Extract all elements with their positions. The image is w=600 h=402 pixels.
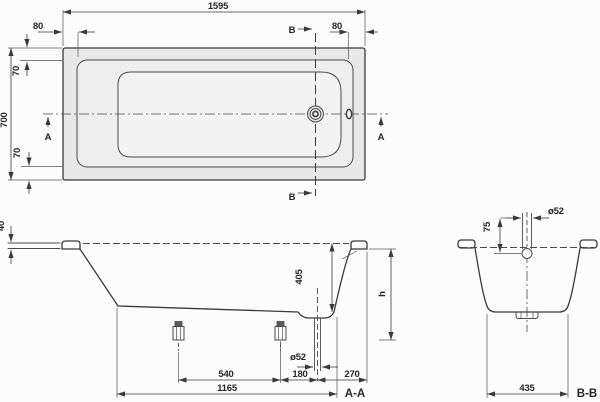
bb-tub-profile	[457, 239, 598, 319]
plan-tub-basin	[117, 71, 342, 158]
dim-plan-rim-bottom: 70	[12, 148, 62, 194]
plan-length-label: 1595	[208, 1, 229, 12]
overflow-icon	[345, 108, 353, 120]
section-bb-view: ø52 75 435 B-B	[457, 206, 598, 400]
plan-width-label: 700	[0, 112, 10, 127]
aa-left-rim-block	[61, 240, 81, 250]
bb-left-rim-block	[457, 239, 476, 249]
dim-aa-height: h	[369, 248, 396, 341]
dim-plan-overflow-offset: 80	[330, 21, 378, 59]
section-a-label-left: A	[45, 132, 52, 143]
plan-view: 1595 80 80 700 70	[0, 1, 388, 203]
dim-plan-width: 700	[0, 47, 62, 181]
bb-drain-icon	[515, 311, 539, 319]
aa-right-rim-block	[350, 240, 368, 250]
aa-left-slope	[79, 248, 119, 307]
dim-bb-bottom-width: 435	[486, 314, 569, 398]
bb-right-rim-block	[579, 239, 598, 249]
aa-bottom-profile	[117, 248, 352, 319]
aa-drain-dia-label: ø52	[290, 352, 306, 363]
dim-aa-depth: 405	[294, 243, 335, 312]
aa-drain-pipe	[314, 288, 321, 381]
dim-bb-overflow-dia: ø52	[505, 206, 564, 221]
bb-overflow-dia-label: ø52	[548, 206, 564, 217]
plan-rim-left-label: 80	[33, 21, 43, 32]
section-b-label-bottom: B	[289, 192, 296, 203]
aa-bottom-length-label: 1165	[217, 383, 238, 394]
aa-drain-to-end-label: 270	[344, 369, 359, 380]
plan-overflow-offset-label: 80	[332, 21, 342, 32]
aa-foot-spacing-label: 540	[218, 369, 233, 380]
dim-plan-length: 1595	[62, 1, 366, 46]
section-aa-title: A-A	[345, 388, 365, 400]
aa-rim-extension-lines	[7, 242, 61, 249]
section-marker-a-right: A	[378, 117, 385, 143]
aa-tub-profile	[61, 240, 368, 319]
dim-aa-foot-spacing: 540	[178, 369, 281, 383]
bb-overflow-pipe	[522, 213, 532, 249]
plan-rim-bottom-label: 70	[12, 148, 23, 158]
aa-height-label: h	[377, 291, 388, 297]
aa-rim-thickness-label: 40	[0, 221, 7, 231]
bb-left-wall	[474, 247, 488, 307]
plan-rim-top-label: 70	[11, 66, 22, 76]
drain-icon	[307, 105, 324, 123]
bb-bottom	[486, 305, 569, 313]
dim-aa-drain-dia: ø52	[290, 352, 338, 370]
section-aa-view: 40 405 h	[0, 221, 396, 400]
aa-foot-to-drain-label: 180	[292, 369, 307, 380]
dim-bb-overflow-depth: 75	[482, 217, 512, 252]
aa-dim-extension-lines	[116, 252, 368, 398]
dim-aa-foot-to-drain: 180	[280, 369, 318, 383]
bb-bottom-width-label: 435	[519, 383, 535, 394]
bb-overflow-icon	[521, 248, 533, 259]
bb-overflow-depth-label: 75	[482, 221, 493, 232]
section-marker-b-top: B	[289, 25, 312, 36]
section-marker-b-bottom: B	[289, 190, 312, 203]
bb-right-wall	[567, 247, 581, 307]
section-bb-title: B-B	[577, 388, 597, 400]
dim-aa-rim-thickness: 40	[0, 221, 14, 264]
aa-depth-label: 405	[294, 268, 305, 284]
dim-aa-drain-to-end: 270	[317, 369, 367, 383]
section-b-label-top: B	[289, 25, 296, 36]
section-marker-a-left: A	[45, 117, 52, 143]
section-a-label-right: A	[378, 132, 385, 143]
dim-plan-rim-left: 80	[33, 21, 95, 57]
foot-icon-left	[172, 321, 185, 351]
dim-plan-rim-top: 70	[11, 34, 62, 76]
dim-aa-bottom-length: 1165	[117, 383, 337, 397]
aa-wall-tick	[341, 250, 358, 260]
